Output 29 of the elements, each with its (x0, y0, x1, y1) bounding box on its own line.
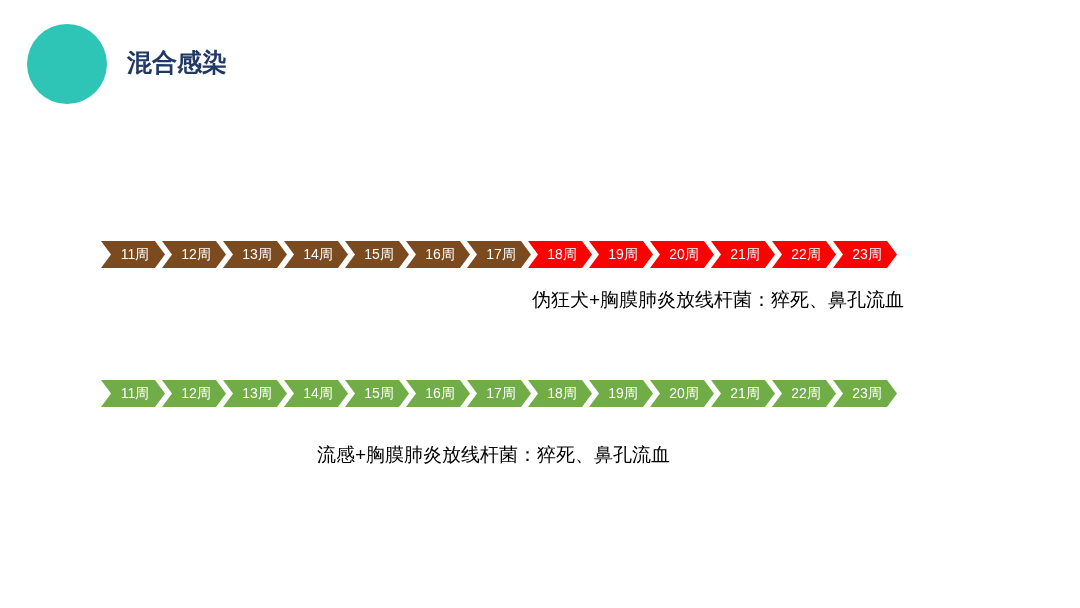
week-step: 17周 (467, 241, 531, 268)
week-step: 11周 (101, 241, 165, 268)
week-step: 22周 (772, 241, 836, 268)
week-step: 20周 (650, 241, 714, 268)
week-step: 19周 (589, 380, 653, 407)
week-step: 11周 (101, 380, 165, 407)
caption-text: 伪狂犬+胸膜肺炎放线杆菌：猝死、鼻孔流血 (531, 288, 904, 312)
week-step: 15周 (345, 380, 409, 407)
week-step: 19周 (589, 241, 653, 268)
week-step: 16周 (406, 380, 470, 407)
week-step: 18周 (528, 241, 592, 268)
week-step: 20周 (650, 380, 714, 407)
week-step: 16周 (406, 241, 470, 268)
week-step: 21周 (711, 380, 775, 407)
week-step: 13周 (223, 380, 287, 407)
week-step: 21周 (711, 241, 775, 268)
week-step: 12周 (162, 241, 226, 268)
week-step: 18周 (528, 380, 592, 407)
week-step: 15周 (345, 241, 409, 268)
week-step: 23周 (833, 380, 897, 407)
week-step: 13周 (223, 241, 287, 268)
week-step: 12周 (162, 380, 226, 407)
caption-text: 流感+胸膜肺炎放线杆菌：猝死、鼻孔流血 (317, 443, 671, 467)
week-step: 14周 (284, 380, 348, 407)
week-step: 23周 (833, 241, 897, 268)
week-step: 17周 (467, 380, 531, 407)
week-step: 22周 (772, 380, 836, 407)
slide-title: 混合感染 (127, 47, 227, 78)
week-step: 14周 (284, 241, 348, 268)
